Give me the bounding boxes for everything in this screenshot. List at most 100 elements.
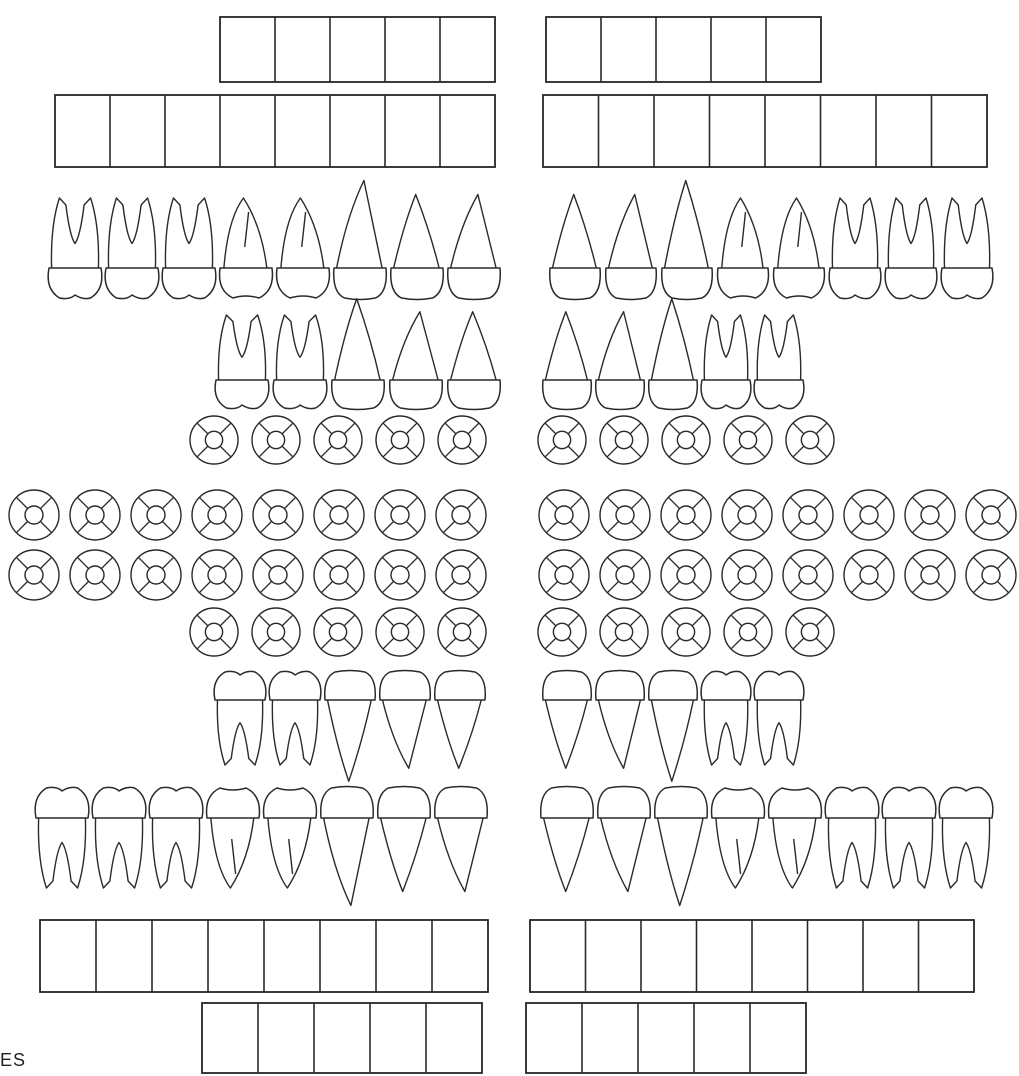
upper-left-permanent-box-cell[interactable] (544, 96, 598, 166)
tooth-surface-diagram[interactable] (724, 608, 772, 656)
tooth-surface-diagram[interactable] (600, 490, 650, 540)
molar-tooth-icon[interactable] (269, 671, 321, 765)
tooth-surface-diagram[interactable] (314, 490, 364, 540)
lower-right-permanent-box-cell[interactable] (265, 921, 319, 991)
tooth-surface-diagram[interactable] (662, 608, 710, 656)
incisor-tooth-icon[interactable] (543, 671, 592, 769)
lower-right-permanent-box-cell[interactable] (97, 921, 151, 991)
incisor-tooth-icon[interactable] (596, 671, 645, 769)
incisor-tooth-icon[interactable] (435, 787, 488, 892)
tooth-surface-diagram[interactable] (438, 608, 486, 656)
tooth-surface-diagram[interactable] (375, 490, 425, 540)
tooth-surface-diagram[interactable] (783, 550, 833, 600)
incisor-tooth-icon[interactable] (541, 787, 594, 892)
lower-left-permanent-box-cell[interactable] (920, 921, 974, 991)
upper-right-permanent-box-cell[interactable] (276, 96, 329, 166)
premolar-tooth-icon[interactable] (774, 198, 825, 298)
upper-left-primary-box-cell[interactable] (767, 18, 820, 81)
tooth-surface-diagram[interactable] (438, 416, 486, 464)
incisor-tooth-icon[interactable] (391, 195, 444, 300)
lower-left-primary-box-cell[interactable] (751, 1004, 805, 1072)
tooth-surface-diagram[interactable] (131, 490, 181, 540)
tooth-surface-diagram[interactable] (966, 550, 1016, 600)
tooth-surface-diagram[interactable] (436, 490, 486, 540)
tooth-surface-diagram[interactable] (661, 490, 711, 540)
tooth-surface-diagram[interactable] (436, 550, 486, 600)
upper-right-permanent-box-cell[interactable] (111, 96, 164, 166)
tooth-surface-diagram[interactable] (539, 490, 589, 540)
tooth-surface-diagram[interactable] (905, 550, 955, 600)
incisor-tooth-icon[interactable] (390, 312, 443, 410)
upper-left-primary-box-cell[interactable] (547, 18, 600, 81)
tooth-surface-diagram[interactable] (662, 416, 710, 464)
molar-tooth-icon[interactable] (105, 198, 159, 299)
incisor-tooth-icon[interactable] (550, 195, 601, 300)
lower-right-primary-box-cell[interactable] (315, 1004, 369, 1072)
upper-left-permanent-box-cell[interactable] (877, 96, 931, 166)
incisor-tooth-icon[interactable] (598, 787, 651, 892)
lower-right-primary-box-cell[interactable] (427, 1004, 481, 1072)
upper-left-permanent-box-cell[interactable] (766, 96, 820, 166)
incisor-tooth-icon[interactable] (448, 312, 501, 410)
lower-right-permanent-box-cell[interactable] (209, 921, 263, 991)
canine-tooth-icon[interactable] (662, 181, 713, 300)
incisor-tooth-icon[interactable] (435, 671, 486, 769)
canine-tooth-icon[interactable] (649, 671, 698, 782)
tooth-surface-diagram[interactable] (314, 416, 362, 464)
incisor-tooth-icon[interactable] (448, 195, 501, 300)
canine-tooth-icon[interactable] (332, 299, 385, 410)
lower-right-permanent-box-cell[interactable] (433, 921, 487, 991)
tooth-surface-diagram[interactable] (786, 416, 834, 464)
tooth-surface-diagram[interactable] (376, 608, 424, 656)
tooth-surface-diagram[interactable] (9, 490, 59, 540)
upper-right-primary-box-cell[interactable] (276, 18, 329, 81)
upper-left-permanent-box-cell[interactable] (711, 96, 765, 166)
molar-tooth-icon[interactable] (149, 787, 203, 888)
tooth-surface-diagram[interactable] (253, 550, 303, 600)
tooth-surface-diagram[interactable] (70, 490, 120, 540)
tooth-surface-diagram[interactable] (70, 550, 120, 600)
upper-left-permanent-box-cell[interactable] (822, 96, 876, 166)
canine-tooth-icon[interactable] (649, 299, 698, 410)
lower-right-primary-box-cell[interactable] (259, 1004, 313, 1072)
upper-left-primary-box-cell[interactable] (657, 18, 710, 81)
lower-left-primary-box-cell[interactable] (583, 1004, 637, 1072)
upper-left-primary-box-cell[interactable] (712, 18, 765, 81)
premolar-tooth-icon[interactable] (264, 788, 317, 888)
incisor-tooth-icon[interactable] (596, 312, 645, 410)
premolar-tooth-icon[interactable] (220, 198, 273, 298)
tooth-surface-diagram[interactable] (190, 608, 238, 656)
molar-tooth-icon[interactable] (941, 198, 993, 299)
incisor-tooth-icon[interactable] (543, 312, 592, 410)
molar-tooth-icon[interactable] (701, 315, 751, 409)
lower-left-permanent-box-cell[interactable] (753, 921, 807, 991)
lower-left-permanent-box-cell[interactable] (864, 921, 918, 991)
lower-left-permanent-box-cell[interactable] (642, 921, 696, 991)
molar-tooth-icon[interactable] (825, 787, 879, 888)
canine-tooth-icon[interactable] (321, 787, 374, 906)
lower-left-permanent-box-cell[interactable] (531, 921, 585, 991)
molar-tooth-icon[interactable] (754, 315, 804, 409)
lower-left-primary-box-cell[interactable] (695, 1004, 749, 1072)
premolar-tooth-icon[interactable] (207, 788, 260, 888)
upper-right-primary-box-cell[interactable] (221, 18, 274, 81)
tooth-surface-diagram[interactable] (722, 550, 772, 600)
lower-left-primary-box-cell[interactable] (639, 1004, 693, 1072)
incisor-tooth-icon[interactable] (378, 787, 431, 892)
upper-right-permanent-box-cell[interactable] (386, 96, 439, 166)
tooth-surface-diagram[interactable] (9, 550, 59, 600)
upper-right-permanent-box-cell[interactable] (56, 96, 109, 166)
tooth-surface-diagram[interactable] (252, 416, 300, 464)
tooth-surface-diagram[interactable] (600, 550, 650, 600)
canine-tooth-icon[interactable] (325, 671, 376, 782)
upper-left-permanent-box-cell[interactable] (600, 96, 654, 166)
molar-tooth-icon[interactable] (754, 671, 804, 765)
tooth-surface-diagram[interactable] (722, 490, 772, 540)
tooth-surface-diagram[interactable] (600, 608, 648, 656)
tooth-surface-diagram[interactable] (375, 550, 425, 600)
tooth-surface-diagram[interactable] (252, 608, 300, 656)
canine-tooth-icon[interactable] (334, 181, 387, 300)
premolar-tooth-icon[interactable] (769, 788, 822, 888)
tooth-surface-diagram[interactable] (253, 490, 303, 540)
tooth-surface-diagram[interactable] (376, 416, 424, 464)
